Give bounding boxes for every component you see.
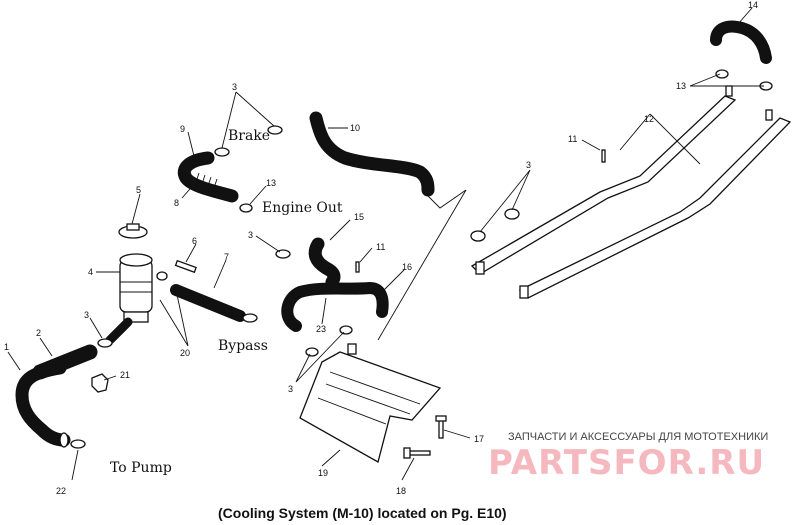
clamp-part-3-tank-b xyxy=(156,271,168,281)
callout-1: 1 xyxy=(4,342,9,352)
clamp-part-13-engine xyxy=(239,203,253,213)
callout-19: 19 xyxy=(318,468,328,478)
callout-13-a: 13 xyxy=(266,178,276,188)
clamp-part-3-rail-b xyxy=(504,208,520,220)
clamp-part-3-mid-b xyxy=(339,325,353,335)
label-to-pump: To Pump xyxy=(110,460,172,476)
hose-part-14 xyxy=(710,20,772,64)
label-engine-out: Engine Out xyxy=(262,200,343,216)
pin-part-6 xyxy=(174,259,197,274)
callout-11-b: 11 xyxy=(568,134,577,144)
callout-15: 15 xyxy=(354,212,364,222)
bypass-tube-part-7 xyxy=(170,284,246,322)
clamp-part-13-rail-a xyxy=(715,69,729,79)
fitting-part-21 xyxy=(91,373,109,393)
clamp-part-3-bypass xyxy=(242,313,258,323)
callout-20: 20 xyxy=(180,348,190,358)
callout-3-d: 3 xyxy=(288,384,293,394)
leader-lines xyxy=(7,7,764,481)
reservoir-part-4 xyxy=(105,253,153,345)
callout-2: 2 xyxy=(36,328,41,338)
callout-3-b: 3 xyxy=(232,82,237,92)
clamp-part-3-mid-a xyxy=(305,347,319,357)
callout-14: 14 xyxy=(748,0,758,10)
callout-numbers: 1 2 3 4 5 6 7 20 3 9 8 13 10 3 15 11 16 … xyxy=(4,0,758,496)
hose-part-16 xyxy=(281,282,389,332)
callout-3-c: 3 xyxy=(248,230,253,240)
bolt-part-11-rail xyxy=(601,149,606,163)
bolt-part-17 xyxy=(435,415,447,439)
clamp-part-3-tank xyxy=(97,338,113,348)
callout-10: 10 xyxy=(350,123,360,133)
heat-exchanger-part-19 xyxy=(299,343,442,463)
corrugated-hose-part-2 xyxy=(32,344,98,380)
label-bypass: Bypass xyxy=(218,338,268,354)
callout-11-a: 11 xyxy=(376,242,385,252)
callout-4: 4 xyxy=(88,267,93,277)
clamp-part-3-brake-b xyxy=(267,125,283,135)
bolt-part-18 xyxy=(403,447,431,459)
callout-22: 22 xyxy=(56,486,66,496)
watermark-logo: PARTSFOR.RU xyxy=(488,443,765,483)
callout-9: 9 xyxy=(180,124,185,134)
hose-part-10 xyxy=(309,111,435,197)
clamp-part-3-brake-a xyxy=(214,147,230,157)
clamp-part-3-rail-a xyxy=(470,230,486,242)
page-caption: (Cooling System (M-10) located on Pg. E1… xyxy=(218,505,507,521)
callout-5: 5 xyxy=(136,185,141,195)
callout-18: 18 xyxy=(396,486,406,496)
callout-6: 6 xyxy=(192,236,197,246)
callout-21: 21 xyxy=(120,370,130,380)
rails-part-12 xyxy=(470,85,792,299)
label-brake: Brake xyxy=(228,128,270,144)
callout-23: 23 xyxy=(316,324,326,334)
callout-12: 12 xyxy=(644,114,654,124)
elbow-hose-part-15 xyxy=(308,237,341,289)
cap-part-5 xyxy=(118,223,148,239)
bolt-part-11-mid xyxy=(355,261,360,273)
callout-8: 8 xyxy=(174,198,179,208)
callout-3-e: 3 xyxy=(526,160,531,170)
brake-hose-part-8 xyxy=(177,151,239,203)
watermark-tagline: ЗАПЧАСТИ И АКСЕССУАРЫ ДЛЯ МОТОТЕХНИКИ xyxy=(508,431,768,443)
callout-16: 16 xyxy=(402,262,412,272)
callout-7: 7 xyxy=(224,252,229,262)
hose-part-1 xyxy=(15,361,71,448)
callout-17: 17 xyxy=(474,434,484,444)
callout-3-a: 3 xyxy=(84,310,89,320)
callout-13-b: 13 xyxy=(676,81,686,91)
clamp-part-22 xyxy=(70,439,86,449)
